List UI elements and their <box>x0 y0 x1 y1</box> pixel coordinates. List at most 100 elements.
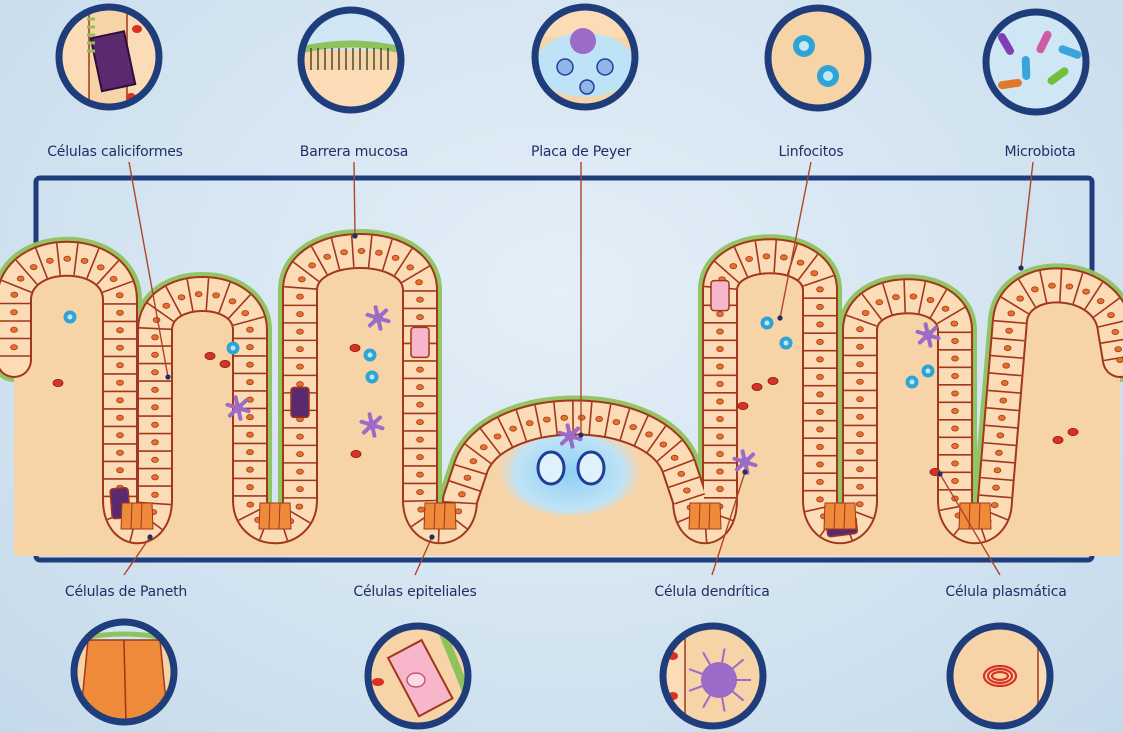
cell-nucleus <box>952 356 959 361</box>
cell-nucleus <box>178 295 185 300</box>
cell-nucleus <box>717 346 724 351</box>
cell-nucleus <box>857 362 864 367</box>
cell-nucleus <box>857 449 864 454</box>
lymphocyte <box>597 59 613 75</box>
cell-nucleus <box>857 467 864 472</box>
cell-nucleus <box>1108 312 1115 317</box>
cell-nucleus <box>376 250 383 255</box>
cell-nucleus <box>417 420 424 425</box>
cell-nucleus <box>876 300 883 305</box>
cell-nucleus <box>683 488 690 493</box>
label-plasma-cell: Célula plasmática <box>945 584 1066 600</box>
bacterium <box>1022 56 1031 80</box>
cell-nucleus <box>152 457 159 462</box>
dendritic-body <box>233 403 243 413</box>
pointer-line <box>354 162 355 236</box>
cell-nucleus <box>417 490 424 495</box>
cell-nucleus <box>1004 346 1011 351</box>
cell-nucleus <box>417 472 424 477</box>
cell-nucleus <box>296 504 303 509</box>
plasma-cell <box>220 360 230 367</box>
cell-nucleus <box>297 452 304 457</box>
dendritic-body <box>565 431 575 441</box>
cell-nucleus <box>297 469 304 474</box>
lymphocyte-nucleus <box>765 321 770 326</box>
cell-nucleus <box>817 444 824 449</box>
cell-nucleus <box>297 329 304 334</box>
cell-nucleus <box>247 450 254 455</box>
cell-nucleus <box>117 310 124 315</box>
lymphocyte-nucleus <box>368 353 373 358</box>
cell <box>301 70 401 110</box>
pointer-dot <box>429 534 434 539</box>
cell-border <box>904 280 905 312</box>
cell-nucleus <box>857 432 864 437</box>
cell-nucleus <box>117 450 124 455</box>
cell-nucleus <box>247 502 254 507</box>
cell-nucleus <box>817 392 824 397</box>
cell-nucleus <box>1017 296 1024 301</box>
lymphocyte-nucleus <box>823 71 833 81</box>
dendritic-body <box>923 330 933 340</box>
lymphocyte-nucleus <box>68 315 73 320</box>
cell-nucleus <box>30 264 37 269</box>
cell-nucleus <box>678 471 685 476</box>
cell-nucleus <box>11 310 18 315</box>
cell-nucleus <box>97 265 104 270</box>
label-peyer-patch: Placa de Peyer <box>531 144 631 160</box>
label-goblet-cells: Células caliciformes <box>47 144 183 160</box>
cell-nucleus <box>561 415 568 420</box>
cell-nucleus <box>417 402 424 407</box>
plasma-inset-circle <box>950 626 1052 726</box>
cell-nucleus <box>1112 329 1119 334</box>
cell-nucleus <box>417 315 424 320</box>
cell-nucleus <box>1115 347 1122 352</box>
cell-nucleus <box>11 292 18 297</box>
lymphocyte <box>580 80 594 94</box>
cell-nucleus <box>297 347 304 352</box>
cell-nucleus <box>480 445 487 450</box>
cell-nucleus <box>996 450 1003 455</box>
cell-border <box>404 500 436 501</box>
goblet-cell <box>291 387 309 417</box>
cell-nucleus <box>856 502 863 507</box>
cell-nucleus <box>817 409 824 414</box>
cell-nucleus <box>596 416 603 421</box>
cell-nucleus <box>152 422 159 427</box>
cell-nucleus <box>247 485 254 490</box>
cell-nucleus <box>817 374 824 379</box>
paneth-cell <box>444 503 456 529</box>
dendritic-body <box>367 420 377 430</box>
epithelial-inset-circle <box>368 626 468 726</box>
cell-nucleus <box>1066 284 1073 289</box>
cell-nucleus <box>1003 363 1010 368</box>
plasma-cell <box>132 25 142 33</box>
epithelial-cell-highlight <box>411 327 429 357</box>
pointer-dot <box>578 432 583 437</box>
cell-nucleus <box>780 255 787 260</box>
cell-nucleus <box>242 310 249 315</box>
cell-nucleus <box>942 306 949 311</box>
cell-nucleus <box>494 434 501 439</box>
label-paneth-cells: Células de Paneth <box>65 584 187 600</box>
cell-nucleus <box>857 414 864 419</box>
cell-nucleus <box>11 345 18 350</box>
cell-nucleus <box>153 317 160 322</box>
cell-nucleus <box>117 398 124 403</box>
cell-nucleus <box>117 345 124 350</box>
lymphocyte-nucleus <box>910 380 915 385</box>
cell-nucleus <box>952 478 959 483</box>
label-mucus-barrier: Barrera mucosa <box>300 144 408 160</box>
cell-nucleus <box>152 387 159 392</box>
plasma-cell <box>53 379 63 386</box>
plasma-cell <box>1068 428 1078 435</box>
cell-nucleus <box>64 256 71 261</box>
cell-nucleus <box>952 373 959 378</box>
cell-nucleus <box>817 479 824 484</box>
plasma-cell <box>768 377 778 384</box>
lymphocyte-inset-circle <box>768 8 868 108</box>
cell-nucleus <box>81 258 88 263</box>
dendritic-cell <box>570 28 596 54</box>
cell-nucleus <box>811 271 818 276</box>
